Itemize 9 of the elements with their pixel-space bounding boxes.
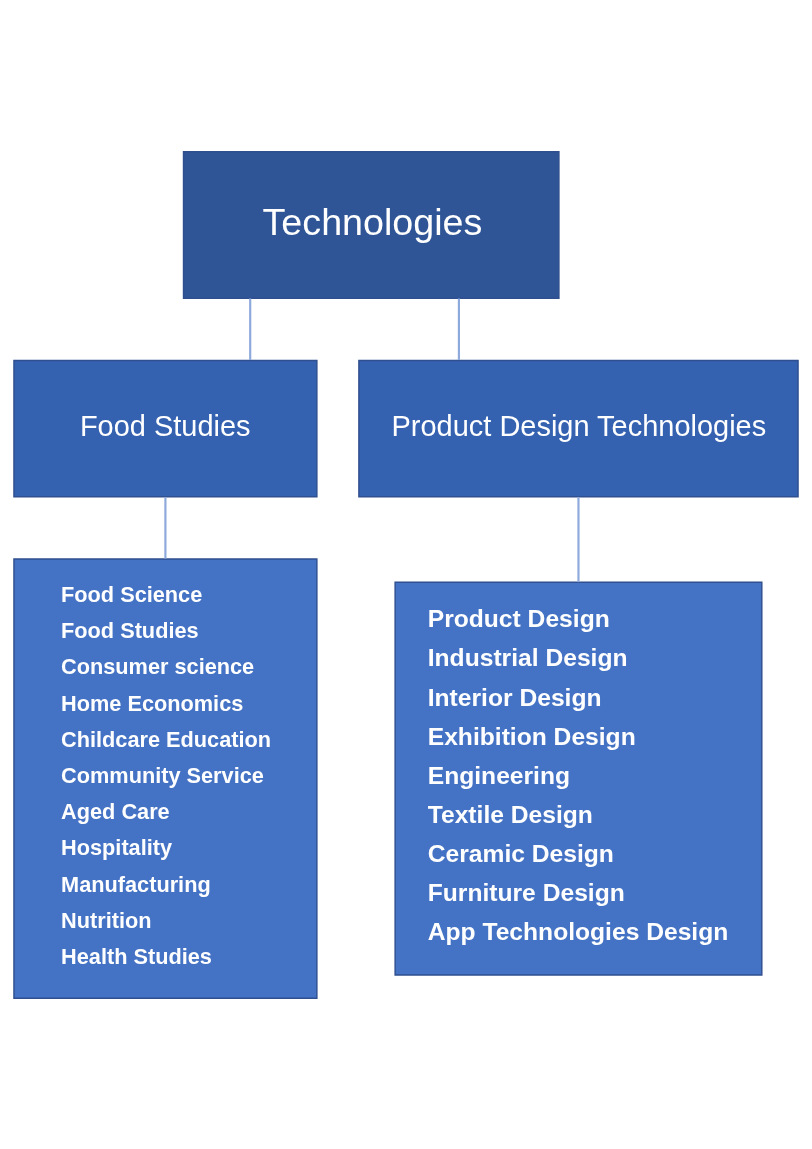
connector	[164, 496, 167, 559]
connector	[249, 298, 252, 360]
node-box: Food Studies	[13, 359, 318, 497]
connector	[577, 496, 580, 582]
connector	[457, 298, 460, 360]
node-box: Product Design Industrial Design Interior Design Exhibition Design Engineering Textile Design Ceramic Design Furniture Design App Technologies Design	[394, 581, 763, 976]
node-box: Product Design Technologies	[358, 359, 799, 497]
node-box: Food Science Food Studies Consumer science Home Economics Childcare Education Community Service Aged Care Hospitality Manufacturing Nutrition Health Studies	[13, 557, 318, 999]
node-box: Technologies	[182, 150, 560, 299]
